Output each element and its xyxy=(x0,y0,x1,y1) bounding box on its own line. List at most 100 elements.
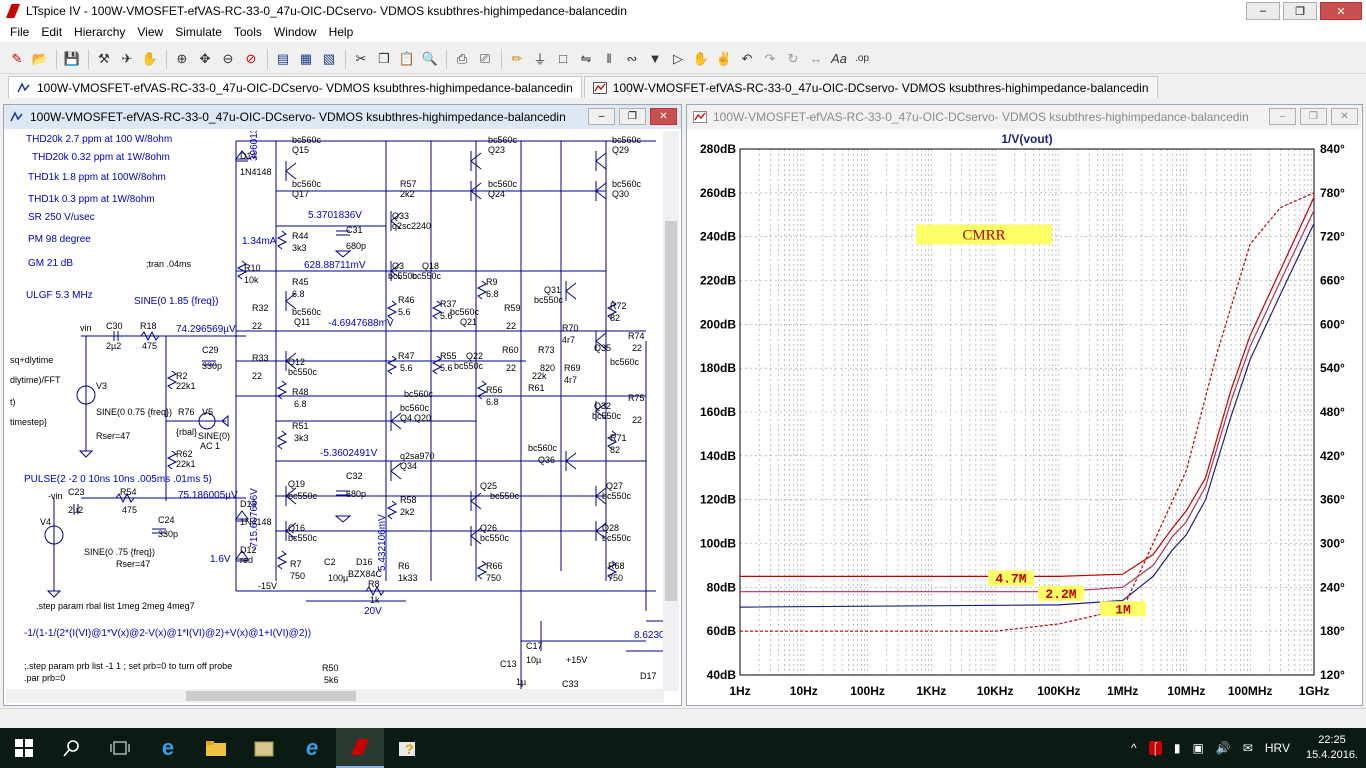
run-icon[interactable]: ✈ xyxy=(121,50,133,66)
resistor-icon[interactable]: ⇋ xyxy=(580,50,592,66)
undo-icon[interactable]: ↶ xyxy=(741,50,753,66)
step-rbal-directive[interactable]: .step param rbal list 1meg 2meg 4meg7 xyxy=(36,601,195,611)
open-file-icon[interactable]: 📂 xyxy=(31,50,49,66)
task-view-icon[interactable] xyxy=(96,728,144,768)
menu-tools[interactable]: Tools xyxy=(233,25,262,39)
menu-help[interactable]: Help xyxy=(328,25,354,39)
cut-icon[interactable]: ✂ xyxy=(355,50,367,66)
zoom-in-icon[interactable]: ⊕ xyxy=(176,50,188,66)
maximize-button[interactable]: ❐ xyxy=(1283,2,1317,20)
waveform-restore-button[interactable]: ❐ xyxy=(1300,108,1327,125)
schematic-vertical-scrollbar[interactable] xyxy=(663,131,679,691)
sine-v3[interactable]: SINE(0 0.75 {freq}) xyxy=(96,407,173,417)
tab-waveform[interactable]: 100W-VMOSFET-efVAS-RC-33-0_47u-OIC-DCser… xyxy=(583,76,1158,98)
x-tick-label: 10KHz xyxy=(977,684,1014,698)
clock[interactable]: 22:25 15.4.2016. xyxy=(1306,733,1358,763)
ground-icon[interactable]: ⏚ xyxy=(533,52,547,67)
file-explorer-icon[interactable] xyxy=(192,728,240,768)
close-button[interactable]: ✕ xyxy=(1320,2,1362,20)
language-indicator[interactable]: HRV xyxy=(1264,741,1290,755)
scroll-thumb[interactable] xyxy=(186,691,356,701)
spice-directive-icon[interactable]: .op xyxy=(855,53,869,64)
part-value: bc560c xyxy=(610,357,640,367)
schematic-horizontal-scrollbar[interactable] xyxy=(6,689,664,703)
print-preview-icon[interactable]: ⎚ xyxy=(479,50,491,66)
schematic-restore-button[interactable]: ❐ xyxy=(619,108,646,125)
tab-schematic[interactable]: 100W-VMOSFET-efVAS-RC-33-0_47u-OIC-DCser… xyxy=(8,76,582,98)
zoom-fit-icon[interactable]: ⊘ xyxy=(245,50,257,66)
sine-v4[interactable]: SINE(0 .75 {freq}) xyxy=(84,547,156,557)
rser-v4[interactable]: Rser=47 xyxy=(116,559,151,569)
halt-icon[interactable]: ✋ xyxy=(141,50,159,66)
part-label: Q18 xyxy=(422,261,440,271)
help-app-icon[interactable]: ? xyxy=(384,728,432,768)
par-prb-directive[interactable]: .par prb=0 xyxy=(24,673,66,683)
waveform-close-button[interactable]: ✕ xyxy=(1331,108,1358,125)
rser-v3[interactable]: Rser=47 xyxy=(96,431,131,441)
sine-v5[interactable]: SINE(0) xyxy=(198,431,231,441)
inductor-icon[interactable]: ∾ xyxy=(626,50,638,66)
copy-icon[interactable]: ❐ xyxy=(378,50,390,66)
label-net-icon[interactable]: □ xyxy=(559,51,567,66)
part-label: Q22 xyxy=(466,351,484,361)
redo-icon[interactable]: ↷ xyxy=(764,50,776,66)
schematic-minimize-button[interactable]: ‒ xyxy=(588,108,615,125)
sine-top-value[interactable]: SINE(0 1.85 {freq}) xyxy=(134,296,219,307)
paste-icon[interactable]: 📋 xyxy=(398,50,416,66)
wire-icon[interactable]: ✏ xyxy=(511,50,523,66)
text-icon[interactable]: Aa xyxy=(831,51,847,66)
component-icon[interactable]: ▷ xyxy=(673,50,683,66)
diode-icon[interactable]: ▼ xyxy=(648,51,662,66)
measure-expression[interactable]: -1/(1-1/(2*(I(VI)@1*V(x)@2-V(x)@1*I(VI)@… xyxy=(24,628,312,639)
save-icon[interactable]: 💾 xyxy=(63,50,81,66)
devices-icon[interactable]: ▮ xyxy=(1173,741,1181,755)
capacitor-icon[interactable]: ‖ xyxy=(606,51,612,66)
menu-simulate[interactable]: Simulate xyxy=(175,25,222,39)
clock-time: 22:25 xyxy=(1318,734,1346,746)
step-prb-directive[interactable]: ;.step param prb list -1 1 ; set prb=0 t… xyxy=(24,661,233,671)
folder-icon[interactable] xyxy=(240,728,288,768)
x-tick-label: 100KHz xyxy=(1037,684,1080,698)
pan-icon[interactable]: ✥ xyxy=(199,50,211,66)
ac-v5[interactable]: AC 1 xyxy=(200,441,221,451)
edge-browser-icon[interactable]: e xyxy=(161,735,175,760)
part-value: 10k xyxy=(244,275,259,285)
part-value: 22 xyxy=(506,321,517,331)
schematic-close-button[interactable]: ✕ xyxy=(650,108,677,125)
scroll-thumb[interactable] xyxy=(665,221,677,601)
ltspice-taskbar-icon[interactable] xyxy=(336,728,384,768)
schematic-canvas[interactable]: THD20k 2.7 ppm at 100 W/8ohm THD20k 0.32… xyxy=(6,131,664,691)
menu-edit[interactable]: Edit xyxy=(41,25,63,39)
notification-icon[interactable]: ✉ xyxy=(1242,741,1253,755)
cascade-icon[interactable]: ▦ xyxy=(299,50,313,66)
x-tick-label: 1MHz xyxy=(1107,684,1138,698)
open-schematic-icon[interactable]: ✎ xyxy=(11,50,23,66)
tile-horizontal-icon[interactable]: ▤ xyxy=(276,50,290,66)
waveform-minimize-button[interactable]: ‒ xyxy=(1269,108,1296,125)
search-icon[interactable] xyxy=(48,728,96,768)
zoom-out-icon[interactable]: ⊖ xyxy=(222,50,234,66)
mirror-icon[interactable]: ↔ xyxy=(809,51,823,66)
chevron-up-icon[interactable]: ^ xyxy=(1131,741,1137,755)
network-icon[interactable]: ▣ xyxy=(1192,741,1204,755)
internet-explorer-icon[interactable]: e xyxy=(305,735,319,760)
ltspice-tray-icon[interactable]: ⌠ xyxy=(1148,741,1162,755)
volume-icon[interactable]: 🔊 xyxy=(1215,741,1231,755)
windows-start-icon[interactable] xyxy=(0,728,48,768)
menu-hierarchy[interactable]: Hierarchy xyxy=(74,25,126,39)
rotate-icon[interactable]: ↻ xyxy=(787,50,799,66)
tran-directive[interactable]: ;tran .04ms xyxy=(146,259,192,269)
find-icon[interactable]: 🔍 xyxy=(421,50,439,66)
menu-view[interactable]: View xyxy=(137,25,164,39)
control-panel-icon[interactable]: ⚒ xyxy=(98,50,110,66)
drag-icon[interactable]: ✌ xyxy=(715,50,733,66)
menu-window[interactable]: Window xyxy=(273,25,317,39)
menu-file[interactable]: File xyxy=(10,25,30,39)
tile-vertical-icon[interactable]: ▧ xyxy=(322,50,336,66)
pulse-source[interactable]: PULSE(2 -2 0 10ns 10ns .005ms .01ms 5) xyxy=(24,474,212,485)
move-icon[interactable]: ✋ xyxy=(692,50,710,66)
print-icon[interactable]: ⎙ xyxy=(456,50,468,66)
minimize-button[interactable]: ‒ xyxy=(1246,2,1280,20)
trace-title[interactable]: 1/V(vout) xyxy=(1001,132,1052,146)
